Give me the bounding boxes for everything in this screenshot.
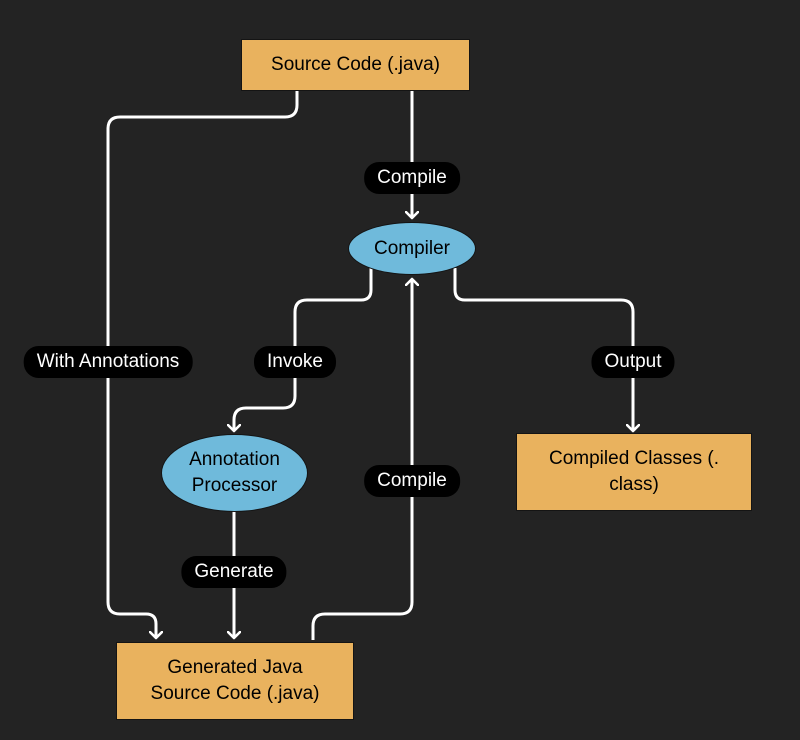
edge-label-compile-generated: Compile xyxy=(364,465,460,497)
annotation-processor-text: Annotation Processor xyxy=(189,447,280,499)
edge-label-with-annotations: With Annotations xyxy=(23,346,193,378)
edge-label-output: Output xyxy=(591,346,675,378)
edge-label-compile-source: Compile xyxy=(364,162,460,194)
edge-generated-to-compiler xyxy=(311,279,412,640)
compiler-node: Compiler xyxy=(348,222,476,275)
annotation-processor-node: Annotation Processor xyxy=(161,434,308,512)
edge-label-invoke: Invoke xyxy=(254,346,336,378)
compiled-classes-text: Compiled Classes (. class) xyxy=(549,446,719,498)
source-code-label: Source Code (.java) xyxy=(271,54,440,75)
source-code-node: Source Code (.java) xyxy=(241,39,470,91)
generated-source-text: Generated Java Source Code (.java) xyxy=(151,655,320,707)
generated-source-label-line1: Generated Java xyxy=(167,657,303,678)
annotation-processor-label-line2: Processor xyxy=(191,475,278,496)
edge-compiler-to-classes xyxy=(453,268,633,431)
compiled-classes-label-line1: Compiled Classes (. xyxy=(549,448,719,469)
annotation-processor-label-line1: Annotation xyxy=(189,449,280,470)
compiled-classes-label-line2: class) xyxy=(609,474,659,495)
generated-source-label-line2: Source Code (.java) xyxy=(150,683,320,704)
edge-label-generate: Generate xyxy=(181,556,287,588)
compiler-label: Compiler xyxy=(373,237,451,259)
generated-source-node: Generated Java Source Code (.java) xyxy=(116,642,354,720)
compiled-classes-node: Compiled Classes (. class) xyxy=(516,433,752,511)
